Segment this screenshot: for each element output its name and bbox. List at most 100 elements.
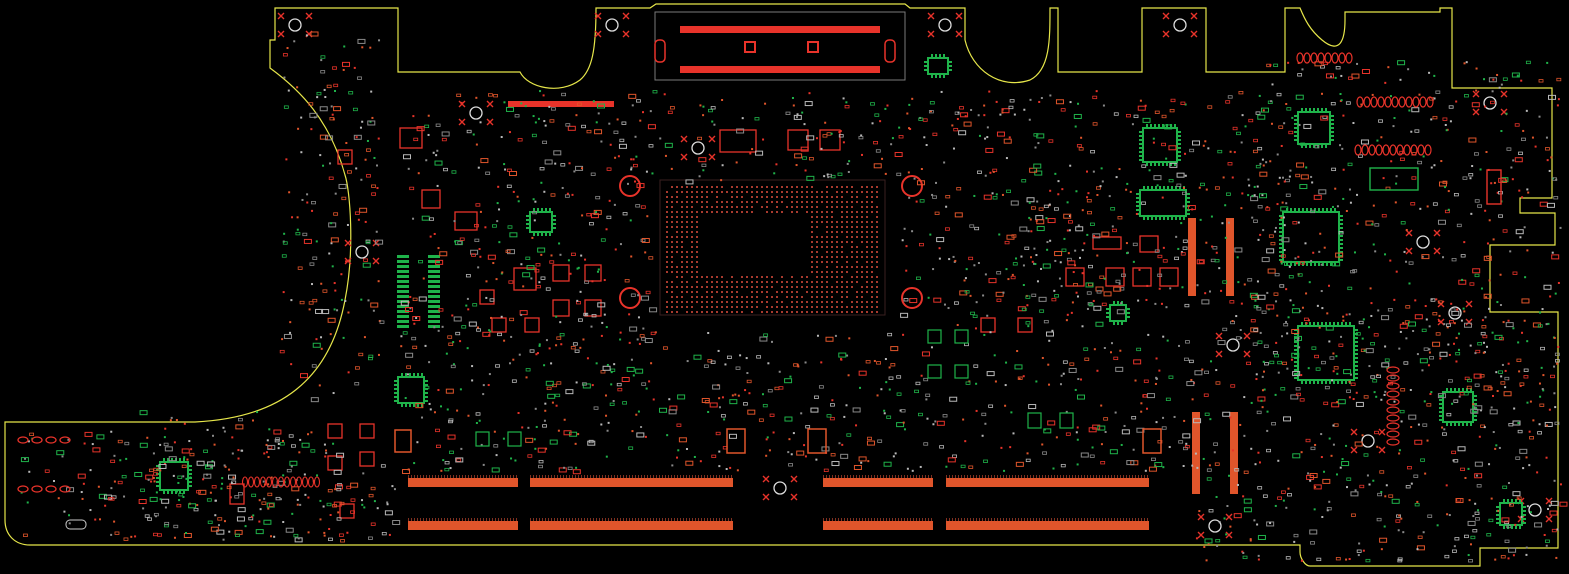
mounting-hole-icon xyxy=(901,175,923,197)
component-outline xyxy=(513,267,537,291)
via xyxy=(1525,109,1528,112)
bga-pad xyxy=(811,196,813,198)
dimm-pin xyxy=(683,518,684,521)
bga-pad xyxy=(836,196,838,198)
ic-pin xyxy=(1279,227,1282,229)
via xyxy=(1341,458,1344,461)
via xyxy=(488,373,491,376)
bga-pad xyxy=(801,196,803,198)
via xyxy=(1229,416,1232,419)
smd-pad xyxy=(1405,485,1411,489)
bga-pad xyxy=(851,306,853,308)
bga-pad xyxy=(686,211,688,213)
bga-pad xyxy=(846,216,848,218)
bowtie-mark xyxy=(1472,108,1480,116)
dimm-pin xyxy=(608,518,609,521)
via xyxy=(320,59,323,62)
via xyxy=(1080,136,1083,139)
bga-pad xyxy=(741,281,743,283)
bga-pad xyxy=(731,301,733,303)
bga-pad xyxy=(716,196,718,198)
bga-pad xyxy=(811,241,813,243)
bga-pad xyxy=(691,226,693,228)
smd-part xyxy=(1068,367,1077,373)
ic-pin xyxy=(1355,373,1358,375)
smd-part xyxy=(1196,259,1205,265)
via xyxy=(412,217,415,220)
via xyxy=(451,314,454,317)
dimm-pin xyxy=(698,475,699,478)
bowtie-mark xyxy=(305,12,313,20)
ic-pin xyxy=(1178,159,1181,161)
dimm-pin xyxy=(447,475,448,478)
capacitor xyxy=(1405,96,1413,108)
smd-part xyxy=(1154,462,1163,468)
via xyxy=(480,443,483,446)
via xyxy=(1277,182,1280,185)
via xyxy=(460,447,463,450)
via xyxy=(616,118,619,121)
component-outline xyxy=(327,423,343,439)
via xyxy=(1307,367,1310,370)
via xyxy=(1555,556,1558,559)
ic-pin xyxy=(549,208,551,211)
dimm-pin xyxy=(910,518,911,521)
dimm-pin xyxy=(907,518,908,521)
via xyxy=(1063,237,1066,240)
smd-pad xyxy=(581,382,587,386)
smd-part xyxy=(853,464,862,470)
dimm-pin xyxy=(1081,518,1082,521)
smd-pad xyxy=(1099,275,1105,279)
via xyxy=(1037,142,1040,145)
dimm-pin xyxy=(1045,475,1046,478)
smd-pad xyxy=(1357,154,1363,158)
smd-pad xyxy=(1103,417,1109,421)
via xyxy=(1549,295,1552,298)
bga-pad xyxy=(786,311,788,313)
via xyxy=(775,163,778,166)
bga-pad xyxy=(796,191,798,193)
smd-pad xyxy=(1031,293,1037,298)
bga-pad xyxy=(766,306,768,308)
smd-part xyxy=(526,265,535,271)
smd-pad xyxy=(1519,382,1525,386)
via xyxy=(638,342,641,345)
via xyxy=(881,157,884,160)
via xyxy=(1541,388,1544,391)
via xyxy=(1542,389,1545,392)
smd-pad xyxy=(1355,332,1361,336)
via xyxy=(948,258,951,261)
via xyxy=(604,394,607,397)
via xyxy=(164,427,167,430)
via xyxy=(820,361,823,364)
dimm-pin xyxy=(593,518,594,521)
via xyxy=(975,409,978,412)
dimm-pin xyxy=(847,518,848,521)
via xyxy=(1201,368,1204,371)
smd-pad xyxy=(211,485,217,489)
smd-pad xyxy=(1333,366,1339,370)
bga-pad xyxy=(811,261,813,263)
bga-pad xyxy=(701,286,703,288)
smd-part xyxy=(237,507,246,513)
via xyxy=(1204,140,1207,143)
capacitor xyxy=(1417,144,1425,156)
smd-pad xyxy=(1435,90,1441,94)
bga-pad xyxy=(746,191,748,193)
bga-pad xyxy=(806,206,808,208)
smd-part xyxy=(1318,189,1327,195)
dimm-pin xyxy=(492,518,493,521)
smd-part xyxy=(441,131,450,137)
smd-pad xyxy=(1540,346,1545,351)
ic-pin xyxy=(1325,145,1327,148)
bga-pad xyxy=(841,256,843,258)
smd-pad xyxy=(1295,173,1301,178)
via xyxy=(945,465,948,468)
smd-part xyxy=(960,112,969,118)
via xyxy=(330,222,333,225)
smd-pad xyxy=(1502,229,1508,233)
bga-pad xyxy=(681,256,683,258)
mounting-hole-icon xyxy=(1361,434,1375,448)
via xyxy=(376,187,379,190)
